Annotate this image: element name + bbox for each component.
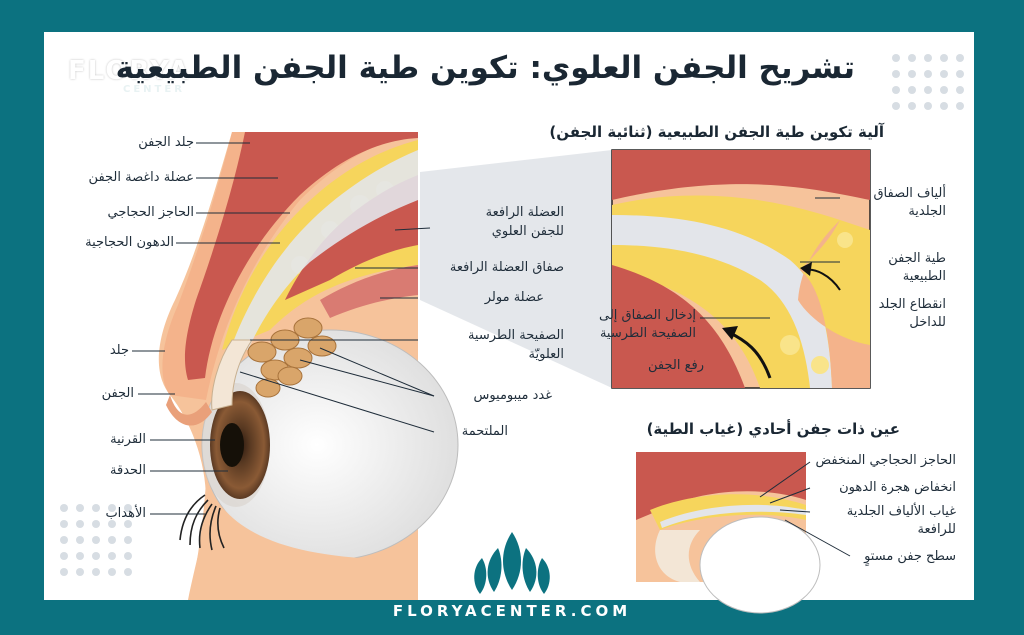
levator-aponeurosis bbox=[232, 150, 418, 350]
label-levator-2: للجفن العلوي bbox=[491, 224, 564, 239]
orbicularis-muscle bbox=[184, 132, 418, 380]
lower-skin bbox=[190, 480, 418, 600]
panel2-label-fibers-1: غياب الألياف الجلدية bbox=[846, 504, 956, 519]
panel1-label-skin-1: انقطاع الجلد bbox=[878, 297, 946, 312]
panel1-label-fold-2: الطبيعية bbox=[902, 269, 946, 284]
logo-sub: CENTER bbox=[123, 84, 185, 95]
panel1-label-fibers-2: الجلدية bbox=[908, 204, 946, 219]
label-pupil: الحدقة bbox=[110, 463, 146, 478]
muller-muscle bbox=[320, 265, 418, 318]
meibomian-glands bbox=[247, 317, 337, 398]
label-meibomian: غدد ميبوميوس bbox=[473, 388, 552, 403]
label-aponeurosis: صفاق العضلة الرافعة bbox=[449, 260, 564, 275]
panel2-label-flat: سطح جفن مستوٍ bbox=[864, 549, 956, 564]
tarsal-plate bbox=[211, 339, 253, 411]
label-orbital-fat: الدهون الحجاجية bbox=[85, 235, 174, 250]
brand-logo: FLORYA CENTER bbox=[68, 56, 191, 95]
label-skin: جلد bbox=[109, 343, 129, 358]
label-orbital-septum: الحاجز الحجاجي bbox=[107, 205, 194, 220]
footer-url: FLORYACENTER.COM bbox=[392, 602, 632, 620]
panel2-label-fibers-2: للرافعة bbox=[917, 522, 956, 537]
label-orbicularis: عضلة داغصة الجفن bbox=[88, 170, 194, 185]
pupil bbox=[220, 423, 244, 467]
panel2-label-fat: انخفاض هجرة الدهون bbox=[839, 480, 956, 495]
label-tarsal-1: الصفيحة الطرسية bbox=[467, 328, 564, 343]
panel1-label-fibers-1: ألياف الصفاق bbox=[873, 186, 946, 201]
label-conjunctiva: الملتحمة bbox=[461, 424, 508, 439]
panel1-label-insert-2: الصفيحة الطرسية bbox=[599, 326, 696, 341]
label-levator-1: العضلة الرافعة bbox=[485, 205, 564, 220]
panel1-label-skin-2: للداخل bbox=[909, 315, 946, 330]
page-title: تشريح الجفن العلوي: تكوين طية الجفن الطب… bbox=[115, 50, 855, 86]
lid-margin bbox=[166, 395, 212, 426]
panel1-label-lift: رفع الجفن bbox=[648, 358, 704, 373]
label-muller: عضلة مولر bbox=[484, 290, 544, 305]
label-cornea: القرنية bbox=[110, 432, 146, 447]
panel2-label-septum: الحاجز الحجاجي المنخفض bbox=[815, 453, 957, 468]
panel1-title: آلية تكوين طية الجفن الطبيعية (ثنائية ال… bbox=[549, 123, 884, 141]
panel1-label-insert-1: إدخال الصفاق إلى bbox=[599, 308, 696, 323]
logo-name: FLORYA bbox=[68, 56, 191, 86]
label-eyelashes: الأهداب bbox=[105, 506, 146, 521]
eyelid-skin bbox=[162, 132, 418, 400]
label-tarsal-2: العلويّة bbox=[528, 347, 564, 362]
label-eyelid: الجفن bbox=[101, 386, 134, 401]
panel1-label-fold-1: طية الجفن bbox=[888, 251, 946, 266]
panel2-title: عين ذات جفن أحادي (غياب الطية) bbox=[646, 420, 900, 438]
label-eyelid-skin: جلد الجفن bbox=[138, 135, 194, 150]
